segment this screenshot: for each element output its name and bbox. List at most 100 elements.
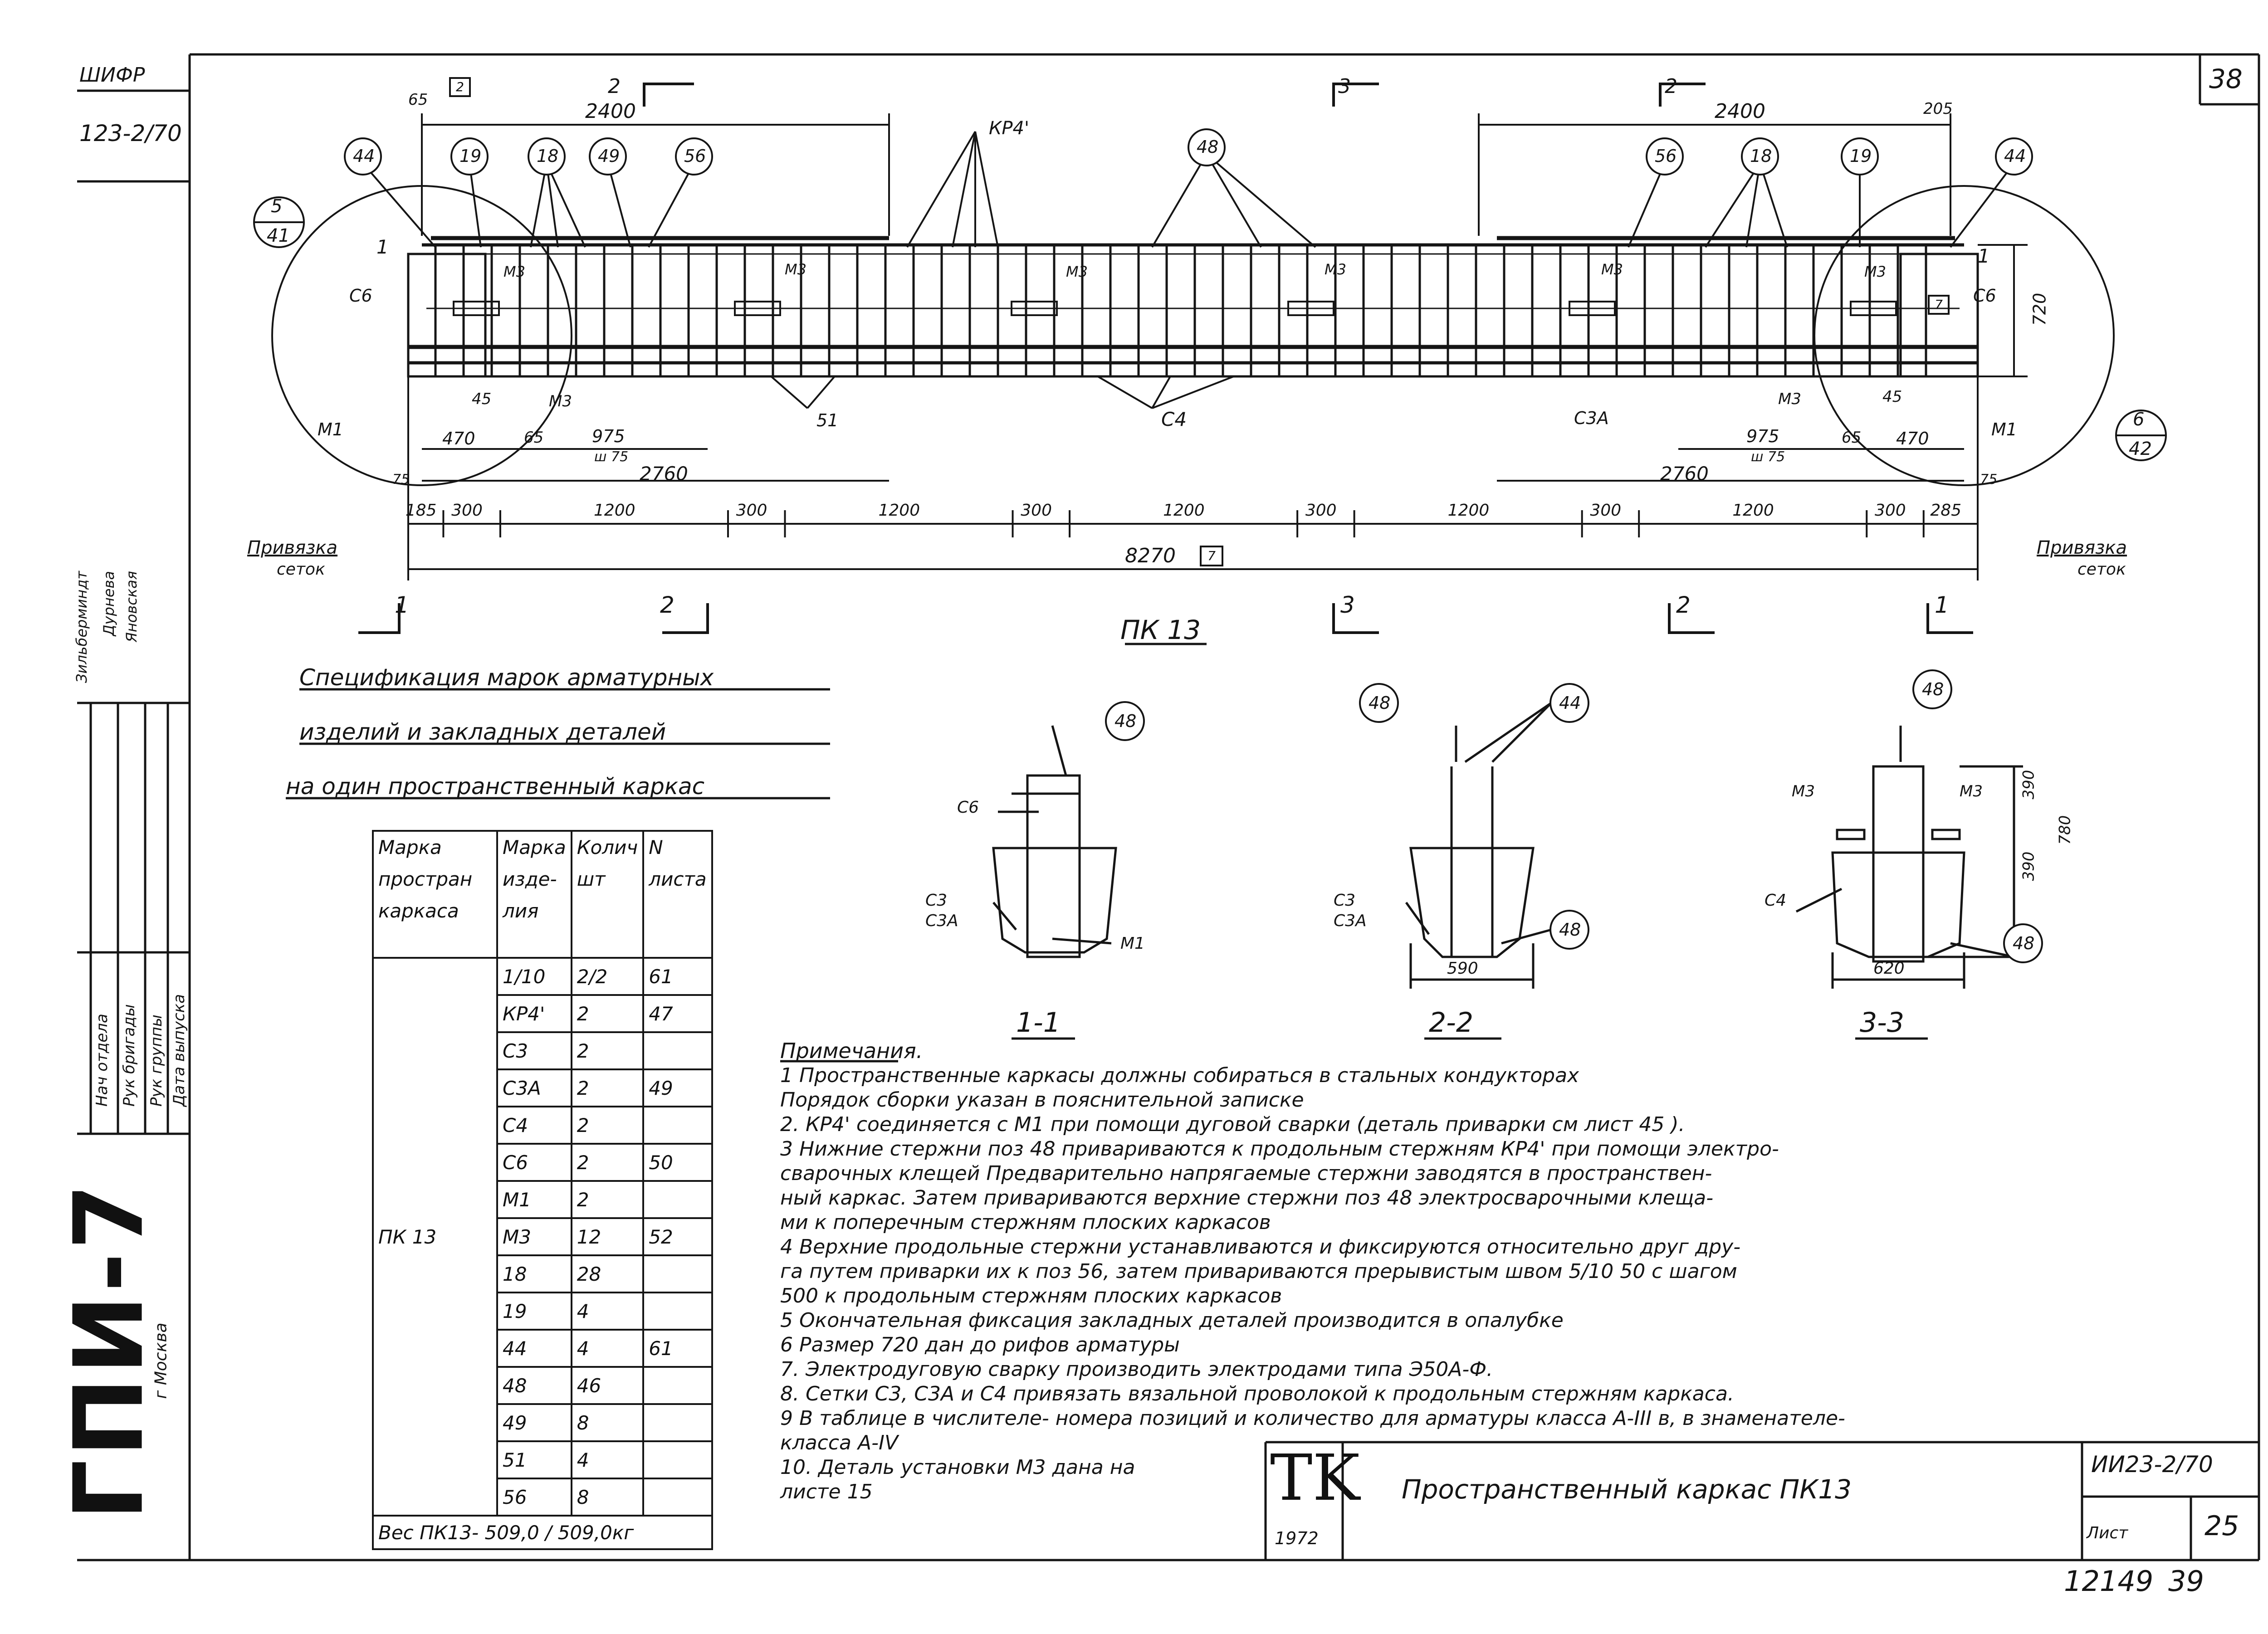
note-line: ми к поперечным стержням плоских каркасо… [780,1211,1271,1234]
sec2-callout-48: 48 [1369,693,1391,713]
dim-975-right: 975 [1746,426,1779,446]
spec-cell-sheet [642,1292,713,1331]
spec-cell-sheet [642,1403,713,1442]
spec-header-item: Марка изде- лия [496,830,572,959]
detail-ref-6-num: 6 [2133,409,2145,430]
boxed-note-total: 7 [1200,546,1223,566]
label-m3-3: М3 [1325,261,1346,278]
sec3-callout-48b: 48 [2013,933,2035,953]
spec-cell-qty: 2 [570,1106,645,1145]
callout-19-left: 19 [459,146,482,166]
dim-top-left: 2400 [585,100,636,123]
spec-cell-mark: С4 [496,1106,572,1145]
label-c3a: С3А [1574,408,1609,428]
section-mark-top-3: 3 [1338,75,1351,98]
spec-cell-sheet: 61 [642,957,713,996]
label-m3-bottom-left: М3 [549,392,572,410]
note-line: 9 В таблице в числителе- номера позиций … [780,1407,1845,1430]
callout-49: 49 [598,146,620,166]
note-line: 5 Окончательная фиксация закладных детал… [780,1309,1564,1332]
label-m3-4: М3 [1601,261,1623,278]
sec3-label-m3-left: М3 [1792,782,1815,800]
spec-cell-qty: 2 [570,1180,645,1219]
series-code-value: 123-2/70 [79,120,182,146]
callout-18-right: 18 [1750,146,1772,166]
sec1-label-c6: С6 [957,798,979,817]
note-line: сварочных клещей Предварительно напрягае… [780,1162,1712,1185]
note-line: ный каркас. Затем привариваются верхние … [780,1186,1714,1210]
chain-dim-label: 300 [1590,501,1622,520]
mesh-ref-right-2: сеток [2077,560,2126,579]
sec1-label-m1: М1 [1120,934,1145,953]
spec-weight-label: Вес ПК13- [378,1521,479,1544]
spec-cell-qty: 28 [570,1254,645,1293]
dim-65-left: 65 [524,429,544,447]
series-code-label: ШИФР [79,63,145,87]
spec-cell-sheet [642,1366,713,1405]
spec-title-2: изделий и закладных деталей [299,719,666,745]
label-c6-left: С6 [349,286,372,306]
spec-cell-mark: 44 [496,1329,572,1368]
chain-dim-label: 185 [405,501,437,520]
note-line: 8. Сетки С3, С3А и С4 привязать вязально… [780,1382,1734,1405]
label-1-left: 1 [376,236,389,258]
dim-top-right: 2400 [1715,100,1765,123]
note-line: Порядок сборки указан в пояснительной за… [780,1088,1304,1112]
sec3-dim-390a: 390 [2019,770,2038,800]
spec-header-frame: Марка простран каркаса [372,830,498,959]
label-1-right: 1 [1978,245,1990,267]
sec3-label-m3-right: М3 [1960,782,1983,800]
spec-title-1: Спецификация марок арматурных [299,664,714,691]
section-mark-top-2b: 2 [1665,75,1677,98]
dim-step-left: ш 75 [594,449,629,465]
detail-ref-6-sheet: 42 [2129,439,2152,459]
dim-470-right: 470 [1896,429,1929,449]
spec-header-sheet: N листа [642,830,713,959]
chain-dim-label: 300 [1021,501,1052,520]
spec-cell-qty: 4 [570,1292,645,1331]
bottom-code: 12149 [2064,1565,2154,1598]
spec-cell-mark: КР4' [496,994,572,1033]
spec-cell-sheet: 52 [642,1217,713,1256]
spec-cell-qty: 8 [570,1478,645,1517]
designation: ИИ23-2/70 [2091,1451,2213,1478]
note-line: листе 15 [780,1480,873,1503]
spec-cell-mark: 18 [496,1254,572,1293]
label-m3-1: М3 [785,261,807,278]
note-line: класса А-IV [780,1431,899,1454]
spec-cell-mark: 51 [496,1440,572,1479]
spec-weight-value: 509,0 [484,1521,539,1544]
callout-18-left: 18 [537,146,559,166]
label-m1-right: М1 [1991,419,2017,439]
callout-19-right: 19 [1850,146,1872,166]
section-mark-bottom-2a: 2 [660,592,675,618]
title-block-name: Пространственный каркас ПК13 [1402,1474,1852,1505]
label-51: 51 [816,410,839,430]
sec3-dim-620: 620 [1873,959,1905,978]
spec-cell-qty: 12 [570,1217,645,1256]
dim-65-top: 65 [408,91,428,109]
chain-dim-label: 1200 [878,501,920,520]
spec-cell-sheet [642,1478,713,1517]
sec3-title: 3-3 [1860,1007,1904,1039]
spec-cell-qty: 2/2 [570,957,645,996]
spec-cell-sheet: 47 [642,994,713,1033]
boxed-note-right: 7 [1928,295,1950,315]
spec-weight-row: Вес ПК13- 509,0 / 509,0кг [372,1515,713,1550]
label-45-left: 45 [472,390,492,408]
chain-dim-label: 1200 [1732,501,1774,520]
sheet-number-top: 38 [2209,63,2243,94]
label-m3-2: М3 [1066,263,1088,280]
spec-cell-mark: 48 [496,1366,572,1405]
sec1-label-c3a: С3А [925,912,958,930]
spec-cell-qty: 4 [570,1440,645,1479]
spec-cell-qty: 4 [570,1329,645,1368]
signer-2: Дурнева [100,571,117,636]
